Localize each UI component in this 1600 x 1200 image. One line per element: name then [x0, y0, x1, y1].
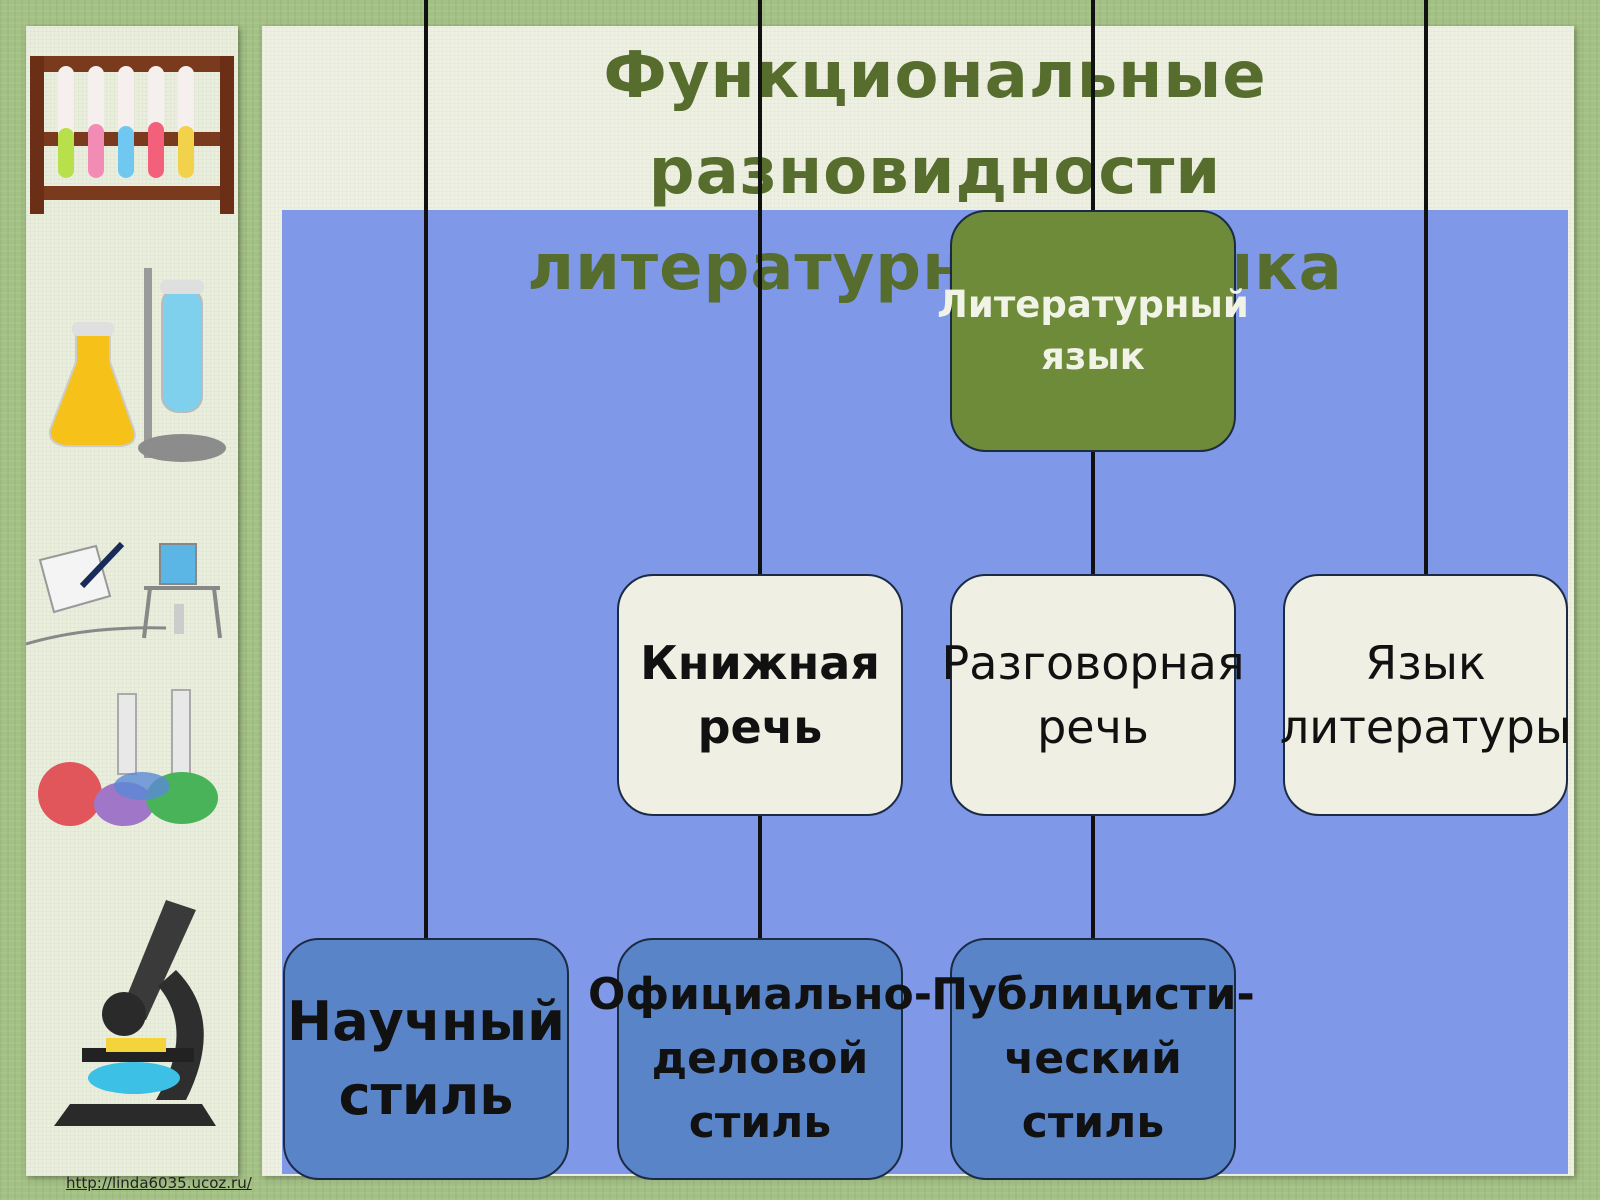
node-official-line-1: Официально- — [588, 969, 932, 1020]
test-tube-rack-icon — [30, 56, 234, 214]
node-scientific-line-1: Научный — [287, 990, 565, 1053]
node-bookish-line-1: Книжная — [640, 636, 880, 690]
node-scientific-line-2: стиль — [338, 1064, 514, 1127]
node-language-of-fiction: Язык литературы — [1279, 574, 1572, 816]
node-colloquial-line-2: речь — [1037, 700, 1149, 754]
flasks-icon — [48, 268, 226, 462]
node-colloquial-speech: Разговорная речь — [941, 574, 1245, 816]
source-credit-link[interactable]: http://linda6035.ucoz.ru/ — [66, 1174, 252, 1192]
left-decor-strip: http://linda6035.ucoz.ru/ — [26, 26, 252, 1192]
slide-title: Функциональные разновидности литературно… — [320, 28, 1550, 316]
node-bookish-speech: Книжная речь — [617, 574, 903, 816]
node-literary-language: Литературный язык — [937, 210, 1249, 452]
node-official-line-3: стиль — [688, 1097, 832, 1148]
microscope-icon — [54, 900, 216, 1126]
node-root-line-2: язык — [1041, 335, 1145, 378]
notepad-burner-icon — [26, 541, 222, 646]
title-line-2: литературного языка — [527, 231, 1343, 305]
node-journalistic-line-3: стиль — [1021, 1097, 1165, 1148]
node-scientific-style: Научный стиль — [283, 938, 569, 1180]
title-line-1: Функциональные разновидности — [603, 39, 1267, 209]
node-fiction-line-2: литературы — [1279, 700, 1572, 754]
glassware-icon — [38, 689, 218, 826]
node-bookish-line-2: речь — [697, 700, 823, 754]
node-official-business-style: Официально- деловой стиль — [588, 938, 932, 1180]
node-official-line-2: деловой — [651, 1033, 869, 1084]
node-fiction-line-1: Язык — [1365, 636, 1486, 690]
node-journalistic-line-1: Публицисти- — [931, 969, 1255, 1020]
node-colloquial-line-1: Разговорная — [941, 636, 1245, 690]
node-journalistic-style: Публицисти- ческий стиль — [931, 938, 1255, 1180]
node-root-line-1: Литературный — [937, 283, 1249, 326]
node-journalistic-line-2: ческий — [1004, 1033, 1182, 1084]
